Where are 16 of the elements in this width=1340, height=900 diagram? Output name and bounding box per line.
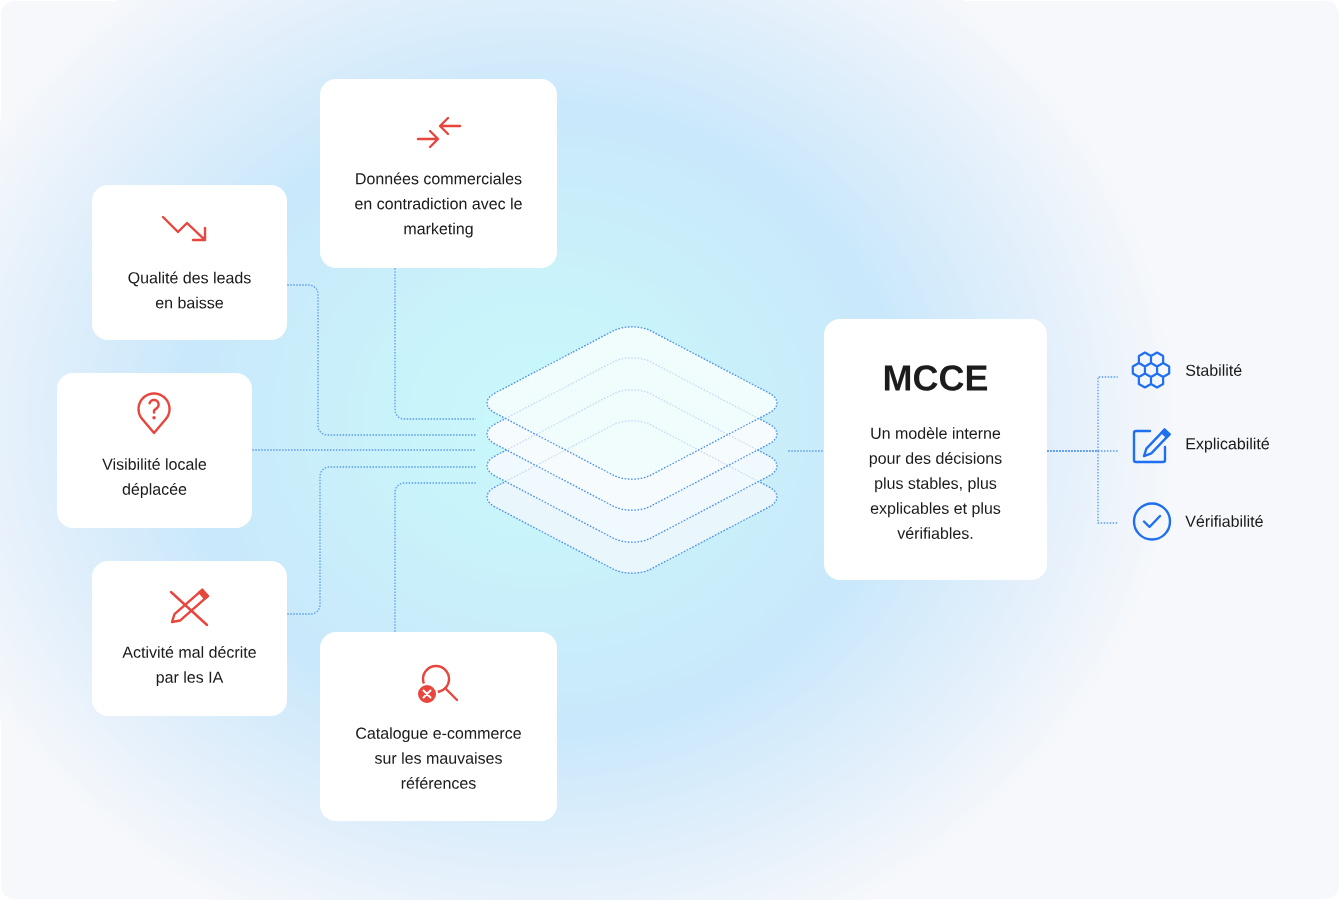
dotted-connector [394, 267, 477, 420]
dotted-connector [1046, 450, 1119, 524]
dotted-connector [251, 449, 477, 451]
problem-card: Données commerciales en contradiction avec le marketing [320, 79, 557, 268]
card-title: MCCE [884, 365, 988, 391]
problem-card: Qualité des leads en baisse [92, 185, 287, 340]
problem-card: Activité mal décrite par les IA [92, 561, 287, 716]
feature-label: Stabilité [1186, 364, 1242, 376]
problem-card: Visibilité locale déplacée [57, 373, 252, 528]
feature-label: Vérifiabilité [1185, 515, 1263, 527]
feature-label: Explicabilité [1186, 437, 1269, 453]
dotted-connector [286, 284, 477, 436]
dotted-connector [394, 482, 477, 633]
dotted-connector [286, 466, 477, 615]
problem-card: Catalogue e-commerce sur les mauvaises références [320, 632, 557, 821]
layer-stack [486, 326, 778, 574]
